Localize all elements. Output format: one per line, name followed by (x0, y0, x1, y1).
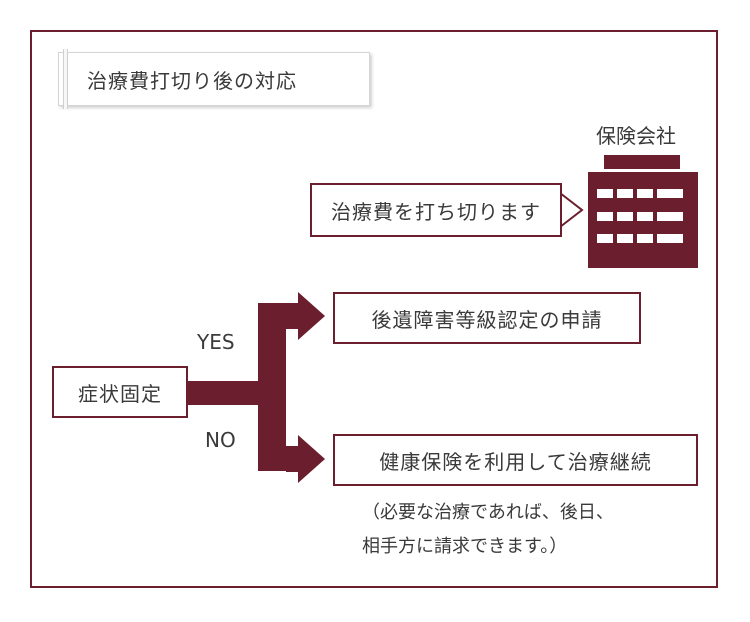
no-action-box: 健康保険を利用して治療継続 (333, 434, 698, 486)
speech-bubble-tail (559, 192, 584, 228)
yes-action-box: 後遺障害等級認定の申請 (333, 292, 641, 344)
page-title: 治療費打切り後の対応 (58, 49, 370, 109)
diagram-frame (30, 30, 718, 588)
insurer-label: 保険会社 (596, 124, 676, 148)
branch-arrow (188, 292, 325, 483)
insurer-speech-text: 治療費を打ち切ります (331, 199, 541, 224)
note-text: （必要な治療であれば、後日、 相手方に請求できます。） (362, 496, 614, 564)
yes-arrow-head (286, 292, 325, 340)
start-box: 症状固定 (52, 366, 188, 418)
note-line-1: （必要な治療であれば、後日、 (362, 502, 614, 523)
page-title-text: 治療費打切り後の対応 (87, 68, 297, 93)
insurer-speech-bubble: 治療費を打ち切ります (310, 183, 562, 237)
note-line-2: 相手方に請求できます。） (362, 536, 568, 557)
start-box-label: 症状固定 (78, 381, 162, 406)
yes-action-text: 後遺障害等級認定の申請 (371, 307, 603, 332)
yes-label: YES (197, 330, 235, 354)
no-label: NO (205, 428, 236, 452)
office-building-icon (588, 155, 698, 268)
no-arrow-head (286, 435, 325, 483)
stem-arrow-segment (188, 381, 260, 405)
vertical-arrow-segment (258, 303, 286, 471)
no-action-text: 健康保険を利用して治療継続 (379, 449, 652, 474)
